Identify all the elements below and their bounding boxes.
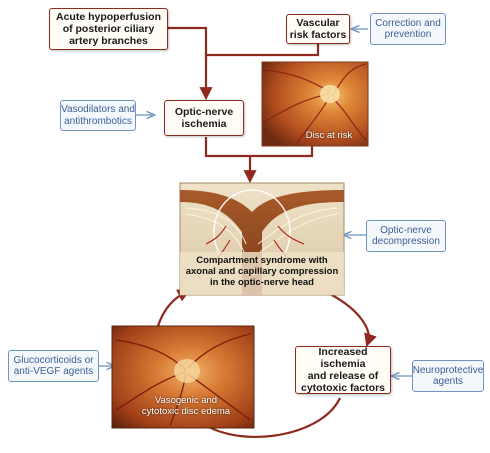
- intervention-neuroprotective: Neuroprotective agents: [412, 360, 484, 392]
- intervention-glucocorticoids-label: Glucocorticoids or anti-VEGF agents: [13, 355, 93, 378]
- intervention-vasodilators-label: Vasodilators and antithrombotics: [61, 104, 135, 127]
- intervention-decompression-label: Optic-nerve decompression: [372, 225, 440, 248]
- node-vascular-risk-factors: Vascular risk factors: [286, 14, 350, 44]
- node-increased-ischemia: Increased ischemia and release of cytoto…: [295, 346, 391, 394]
- disc-edema-caption: Vasogenic and cytotoxic disc edema: [128, 396, 244, 418]
- node-optic-nerve-ischemia: Optic-nerve ischemia: [164, 100, 244, 136]
- cycle-arc-left: [158, 292, 186, 326]
- connector-disc-to-compartment: [250, 146, 312, 156]
- node-optic-nerve-ischemia-label: Optic-nerve ischemia: [175, 106, 233, 130]
- connector-hypoperfusion-to-ischemia: [168, 28, 206, 60]
- node-increased-ischemia-label: Increased ischemia and release of cytoto…: [296, 346, 390, 394]
- intervention-glucocorticoids: Glucocorticoids or anti-VEGF agents: [8, 350, 99, 382]
- node-acute-hypoperfusion-label: Acute hypoperfusion of posterior ciliary…: [56, 11, 161, 47]
- disc-at-risk-caption: Disc at risk: [292, 131, 366, 142]
- intervention-neuroprotective-label: Neuroprotective agents: [413, 365, 484, 388]
- compartment-syndrome-caption: Compartment syndrome with axonal and cap…: [184, 256, 340, 289]
- cycle-arc-right: [330, 294, 369, 342]
- intervention-correction-prevention: Correction and prevention: [370, 13, 446, 45]
- intervention-vasodilators: Vasodilators and antithrombotics: [60, 100, 136, 131]
- node-acute-hypoperfusion: Acute hypoperfusion of posterior ciliary…: [49, 8, 168, 50]
- connector-ischemia-to-compartment: [206, 137, 250, 178]
- intervention-correction-prevention-label: Correction and prevention: [375, 18, 441, 41]
- node-vascular-risk-factors-label: Vascular risk factors: [290, 17, 347, 41]
- intervention-decompression: Optic-nerve decompression: [366, 220, 446, 252]
